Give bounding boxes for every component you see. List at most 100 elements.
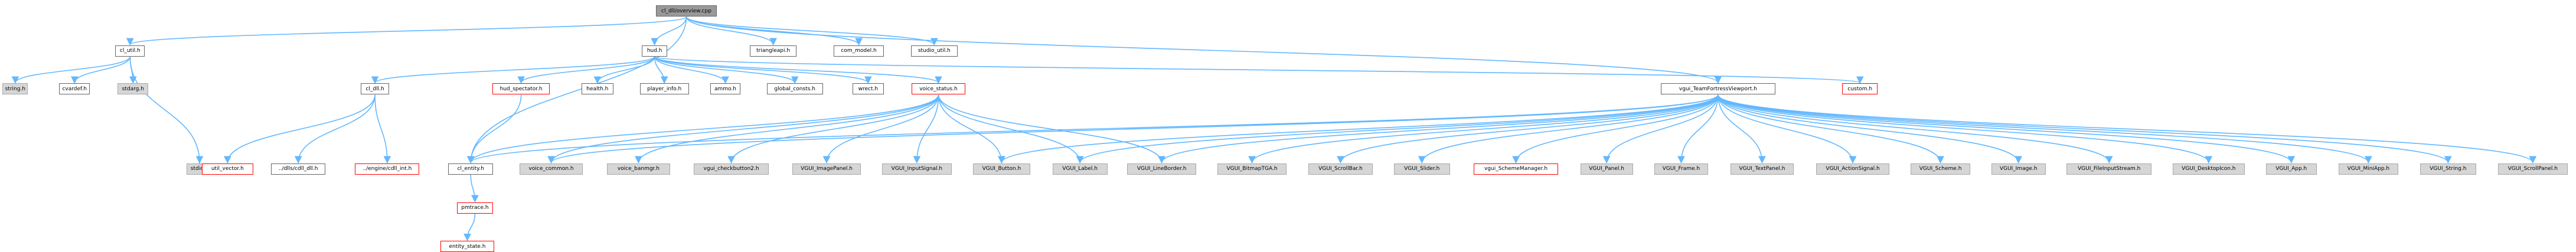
node-stdarg-h[interactable]: stdarg.h xyxy=(117,83,149,95)
node-overview-cpp[interactable]: cl_dll/overview.cpp xyxy=(655,5,717,17)
include-edge xyxy=(654,56,729,84)
include-edge xyxy=(517,56,655,84)
include-edge xyxy=(470,174,479,203)
include-edge xyxy=(374,94,391,164)
include-edge xyxy=(1248,94,1719,164)
include-edge xyxy=(1337,94,1719,164)
node-vgui-scheme-h[interactable]: VGUI_Scheme.h xyxy=(1911,163,1970,175)
node-com-model-h[interactable]: com_model.h xyxy=(834,45,884,57)
node-custom-h[interactable]: custom.h xyxy=(1842,83,1878,95)
include-edge xyxy=(1602,94,1719,164)
include-edge xyxy=(126,16,687,46)
include-dependency-graph xyxy=(11,16,2536,241)
include-edge xyxy=(998,94,1719,164)
node-vgui-schememanager-h[interactable]: vgui_SchemeManager.h xyxy=(1473,163,1559,175)
node-vgui-image-h[interactable]: VGUI_Image.h xyxy=(1991,163,2046,175)
node-cvardef-h[interactable]: cvardef.h xyxy=(59,83,90,95)
node-pmtrace-h[interactable]: pmtrace.h xyxy=(456,202,494,214)
include-edge xyxy=(1677,94,1719,164)
node-vgui-label-h[interactable]: VGUI_Label.h xyxy=(1052,163,1108,175)
include-edge xyxy=(1718,94,2372,164)
include-edge xyxy=(371,55,655,84)
node-vgui-fileinputstream-h[interactable]: VGUI_FileInputStream.h xyxy=(2066,163,2151,175)
node-voice-status-h[interactable]: voice_status.h xyxy=(912,83,965,95)
include-edge xyxy=(547,94,1719,164)
node-ammo-h[interactable]: ammo.h xyxy=(710,83,741,95)
node-util-vector-h[interactable]: util_vector.h xyxy=(201,163,254,175)
node-wrect-h[interactable]: wrect.h xyxy=(852,83,884,95)
node-health-h[interactable]: health.h xyxy=(581,83,614,95)
node-global-consts-h[interactable]: global_consts.h xyxy=(766,83,823,95)
include-edge xyxy=(685,17,777,46)
node-vgui-string-h[interactable]: VGUI_String.h xyxy=(2420,163,2476,175)
node-cl-dll-h[interactable]: cl_dll.h xyxy=(361,83,389,95)
node-hud-h[interactable]: hud.h xyxy=(642,45,668,57)
node-dlls-cdll-dll-h[interactable]: ../dlls/cdll_dll.h xyxy=(271,163,326,175)
include-edge xyxy=(467,94,939,164)
node-vgui-teamfortressviewport-h[interactable]: vgui_TeamFortressViewport.h xyxy=(1660,83,1775,95)
node-vgui-scrollpanel-h[interactable]: VGUI_ScrollPanel.h xyxy=(2497,163,2568,175)
node-triangleapi-h[interactable]: triangleapi.h xyxy=(750,45,797,57)
node-studio-util-h[interactable]: studio_util.h xyxy=(910,45,958,57)
include-edge xyxy=(466,17,687,164)
include-edge xyxy=(70,56,131,84)
node-player-info-h[interactable]: player_info.h xyxy=(639,83,689,95)
include-edge xyxy=(822,94,939,164)
node-vgui-imagepanel-h[interactable]: VGUI_ImagePanel.h xyxy=(792,163,861,175)
node-vgui-panel-h[interactable]: VGUI_Panel.h xyxy=(1580,163,1633,175)
include-edge xyxy=(651,17,687,46)
node-string-h[interactable]: string.h xyxy=(2,83,28,95)
include-edge xyxy=(466,94,522,164)
include-edge xyxy=(654,56,668,84)
node-cl-util-h[interactable]: cl_util.h xyxy=(115,45,145,57)
include-edge xyxy=(467,94,1719,164)
node-vgui-button-h[interactable]: VGUI_Button.h xyxy=(972,163,1031,175)
include-edge xyxy=(223,94,376,164)
node-vgui-lineborder-h[interactable]: VGUI_LineBorder.h xyxy=(1127,163,1197,175)
include-edge xyxy=(654,55,942,84)
include-edge xyxy=(129,56,204,164)
include-edge xyxy=(1718,94,2536,164)
include-edge xyxy=(654,55,1863,84)
include-edge xyxy=(463,213,476,241)
include-edge xyxy=(11,56,131,84)
include-edge xyxy=(1076,94,1719,164)
node-vgui-slider-h[interactable]: VGUI_Slider.h xyxy=(1393,163,1450,175)
node-voice-banmgr-h[interactable]: voice_banmgr.h xyxy=(606,163,671,175)
include-edge xyxy=(913,94,939,164)
node-hud-spectator-h[interactable]: hud_spectator.h xyxy=(492,83,550,95)
node-vgui-scrollbar-h[interactable]: VGUI_ScrollBar.h xyxy=(1308,163,1373,175)
node-vgui-frame-h[interactable]: VGUI_Frame.h xyxy=(1654,163,1709,175)
include-edge xyxy=(1718,94,1766,164)
include-edge xyxy=(685,17,863,46)
node-vgui-desktopicon-h[interactable]: VGUI_DesktopIcon.h xyxy=(2172,163,2245,175)
node-engine-cdll-int-h[interactable]: ../engine/cdll_int.h xyxy=(355,163,420,175)
node-voice-common-h[interactable]: voice_common.h xyxy=(519,163,583,175)
include-edge xyxy=(1418,94,1719,164)
include-edge xyxy=(294,94,376,164)
node-vgui-app-h[interactable]: VGUI_App.h xyxy=(2265,163,2317,175)
include-edge xyxy=(938,94,1084,164)
include-edge xyxy=(1718,94,2295,164)
node-vgui-miniapp-h[interactable]: VGUI_MiniApp.h xyxy=(2339,163,2398,175)
include-edge xyxy=(1512,94,1719,164)
include-edge xyxy=(547,94,939,164)
include-edge xyxy=(1718,94,2213,164)
include-edge xyxy=(727,94,939,164)
node-vgui-actionsignal-h[interactable]: VGUI_ActionSignal.h xyxy=(1816,163,1890,175)
include-edge xyxy=(654,55,872,84)
node-vgui-textpanel-h[interactable]: VGUI_TextPanel.h xyxy=(1730,163,1794,175)
include-edge xyxy=(938,94,1165,164)
node-cl-entity-h[interactable]: cl_entity.h xyxy=(448,163,494,175)
node-vgui-bitmaptga-h[interactable]: VGUI_BitmapTGA.h xyxy=(1217,163,1287,175)
include-edge xyxy=(938,94,1005,164)
include-edge xyxy=(1718,94,2113,164)
include-edge xyxy=(685,16,938,46)
include-edge xyxy=(1718,94,1944,164)
include-edge xyxy=(685,17,1722,84)
include-edge xyxy=(1718,94,1857,164)
node-vgui-checkbutton2-h[interactable]: vgui_checkbutton2.h xyxy=(694,163,769,175)
include-edge xyxy=(593,56,655,84)
include-edge xyxy=(1158,94,1719,164)
node-vgui-inputsignal-h[interactable]: VGUI_InputSignal.h xyxy=(882,163,952,175)
